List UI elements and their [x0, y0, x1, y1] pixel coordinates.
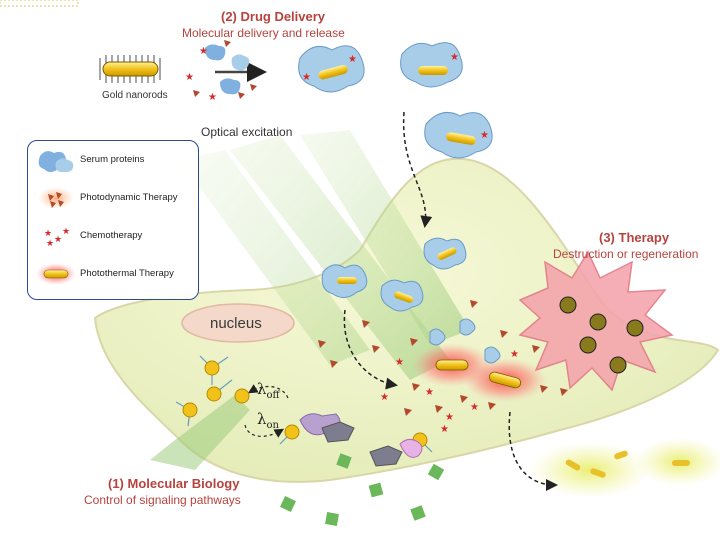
serum-protein-icon	[38, 151, 74, 172]
lambda-on-arrow	[244, 424, 285, 438]
svg-text:★: ★	[380, 392, 389, 403]
svg-text:★: ★	[440, 424, 449, 435]
chemotherapy-stars: ★★★ ★★★ ★	[380, 349, 519, 435]
molecular-biology-title: (1) Molecular Biology	[108, 476, 240, 491]
lambda-off-arrow	[247, 384, 289, 399]
legend-label-photothermal: Photothermal Therapy	[80, 268, 174, 279]
svg-text:★: ★	[450, 52, 459, 63]
lambda-on-subscript: on	[266, 420, 279, 431]
bottom-excitation-beam	[150, 395, 250, 470]
legend-label-chemotherapy: Chemotherapy	[80, 230, 143, 241]
therapy-title: (3) Therapy	[599, 230, 670, 245]
legend-item-photodynamic: Photodynamic Therapy	[28, 185, 198, 211]
regeneration-glow	[530, 438, 720, 498]
lambda-off-subscript: off	[266, 390, 280, 401]
svg-text:★: ★	[348, 54, 357, 65]
lambda-off-symbol: λ	[257, 380, 267, 398]
svg-text:★: ★	[425, 387, 434, 398]
photodynamic-icon	[38, 187, 74, 209]
legend-item-chemotherapy: ★ ★ ★ ★ Chemotherapy	[28, 223, 198, 249]
therapy-subtitle: Destruction or regeneration	[553, 247, 699, 261]
drug-delivery-subtitle: Molecular delivery and release	[182, 26, 345, 40]
legend-label-photodynamic: Photodynamic Therapy	[80, 192, 178, 203]
delivery-path-arrow	[402, 111, 433, 228]
nucleus-label: nucleus	[210, 315, 262, 332]
lambda-off-label: λoff	[257, 380, 280, 401]
svg-text:★: ★	[395, 357, 404, 368]
serum-protein-clusters	[321, 237, 501, 364]
svg-text:★: ★	[480, 130, 489, 141]
legend-box: Serum proteins Photodynamic Therapy ★ ★ …	[27, 140, 199, 300]
signaling-complexes	[175, 355, 433, 467]
gold-nanorod-icon	[99, 55, 161, 83]
svg-text:★: ★	[470, 402, 479, 413]
optical-excitation-beams	[180, 130, 470, 380]
gold-nanorods-label: Gold nanorods	[102, 90, 168, 101]
regeneration-arrow	[508, 411, 558, 491]
svg-text:★: ★	[44, 229, 52, 239]
svg-text:★: ★	[445, 412, 454, 423]
svg-text:★: ★	[46, 239, 54, 248]
legend-label-serum-proteins: Serum proteins	[80, 154, 145, 165]
dead-cells	[559, 296, 644, 374]
svg-text:★: ★	[185, 72, 194, 83]
legend-item-photothermal: Photothermal Therapy	[28, 261, 198, 287]
photothermal-rod-icon	[36, 263, 76, 285]
chemotherapy-star-icon: ★ ★ ★ ★	[44, 227, 70, 248]
optical-excitation-label: Optical excitation	[201, 125, 293, 139]
corner-marker	[0, 0, 79, 7]
lambda-on-symbol: λ	[257, 410, 267, 428]
green-signal-molecules	[280, 453, 445, 526]
svg-text:★: ★	[510, 349, 519, 360]
photodynamic-particles	[318, 300, 568, 416]
loaded-nanorod-complexes: ★ ★ ★ ★	[298, 42, 493, 159]
nucleus	[181, 303, 295, 343]
legend-item-serum-proteins: Serum proteins	[28, 147, 198, 173]
lambda-on-label: λon	[257, 410, 279, 431]
svg-text:★: ★	[208, 92, 217, 103]
free-drug-molecules: ★ ★ ★	[185, 40, 257, 103]
svg-text:★: ★	[54, 235, 62, 245]
svg-text:★: ★	[62, 227, 70, 237]
drug-delivery-title: (2) Drug Delivery	[221, 9, 326, 24]
svg-text:★: ★	[302, 72, 311, 83]
heated-nanorods	[412, 343, 547, 402]
molecular-biology-subtitle: Control of signaling pathways	[84, 493, 241, 507]
svg-text:★: ★	[199, 46, 208, 57]
